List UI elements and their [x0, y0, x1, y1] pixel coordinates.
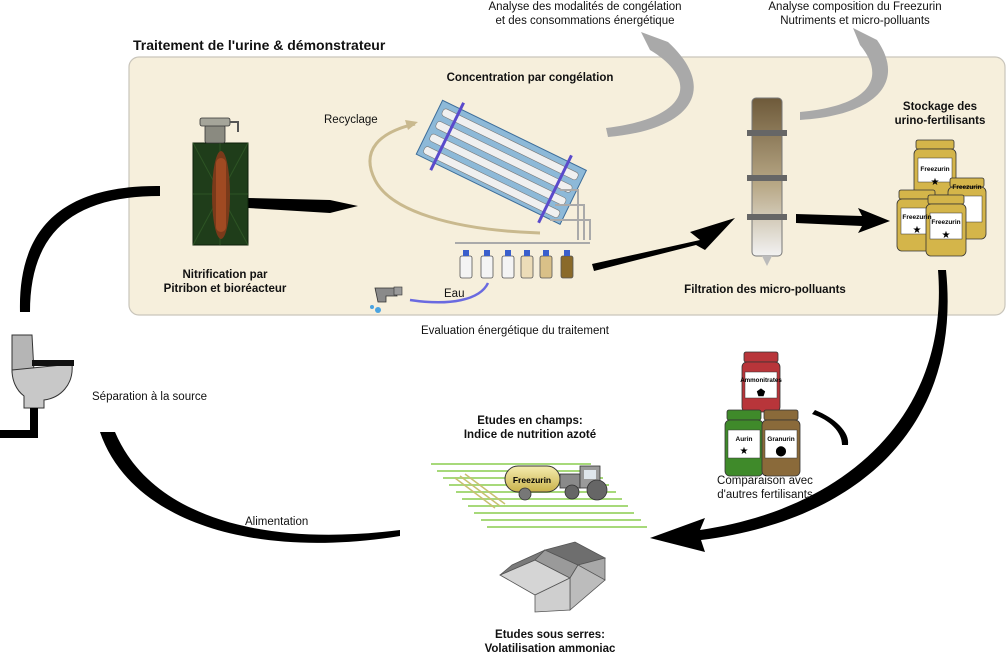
- filtration-column-icon: [747, 97, 787, 266]
- label-recyclage: Recyclage: [324, 114, 378, 126]
- svg-text:★: ★: [913, 225, 922, 236]
- label-etudes-serres: Etudes sous serres: Volatilisation ammon…: [470, 628, 630, 656]
- label-alimentation: Alimentation: [245, 516, 309, 528]
- jar-label-granurin: Granurin: [767, 436, 794, 443]
- flow-arrow-bag-to-freezer: [248, 198, 358, 213]
- distribution-tubing: [455, 189, 591, 244]
- jar-label-aurin: Aurin: [736, 436, 753, 443]
- label-evaluation: Evaluation énergétique du traitement: [421, 325, 609, 337]
- jar-label-freezurin-2: Freezurin: [952, 184, 981, 191]
- label-etudes-serres-line2: Volatilisation ammoniac: [484, 643, 616, 655]
- label-comparaison-line2: d'autres fertilisants: [717, 489, 813, 501]
- label-analyse-congelation: Analyse des modalités de congélation et …: [455, 0, 715, 28]
- label-etudes-champs-line1: Etudes en champs:: [477, 415, 583, 427]
- label-stockage-line1: Stockage des: [902, 101, 978, 113]
- label-separation: Séparation à la source: [92, 391, 208, 403]
- svg-text:⬟: ⬟: [757, 388, 766, 399]
- label-eau: Eau: [444, 288, 465, 300]
- bioreactor-bag-icon: [192, 117, 249, 246]
- label-analyse-composition-line2: Nutriments et micro-polluants: [780, 15, 930, 27]
- water-tap-icon: [370, 286, 403, 313]
- water-tube: [409, 282, 490, 304]
- svg-text:★: ★: [942, 230, 951, 241]
- flow-arrow-toilet-up: [19, 185, 161, 312]
- label-comparaison: Comparaison avec d'autres fertilisants: [700, 474, 830, 502]
- svg-text:★: ★: [931, 177, 940, 188]
- label-analyse-congelation-line1: Analyse des modalités de congélation: [488, 1, 682, 13]
- svg-text:⬤: ⬤: [775, 446, 786, 457]
- sample-bottles: [459, 250, 574, 279]
- label-etudes-champs-line2: Indice de nutrition azoté: [463, 429, 597, 441]
- flow-arrow-to-storage: [796, 208, 890, 233]
- tractor-tank-icon: Freezurin: [504, 465, 608, 501]
- jar-label-freezurin-1: Freezurin: [920, 166, 949, 173]
- label-analyse-congelation-line2: et des consommations énergétique: [495, 15, 675, 27]
- label-etudes-champs: Etudes en champs: Indice de nutrition az…: [440, 414, 620, 442]
- label-stockage: Stockage des urino-fertilisants: [880, 100, 1000, 128]
- label-nitrification-line2: Pitribon et bioréacteur: [163, 283, 287, 295]
- label-analyse-composition: Analyse composition du Freezurin Nutrime…: [735, 0, 975, 28]
- flow-arrow-to-filtration: [592, 218, 735, 271]
- label-analyse-composition-line1: Analyse composition du Freezurin: [768, 1, 942, 13]
- jar-label-ammonitrates: Ammonitrates: [740, 377, 782, 384]
- jar-label-freezurin-3: Freezurin: [902, 214, 931, 221]
- tank-label: Freezurin: [513, 475, 551, 485]
- freezer-columns-icon: [415, 99, 588, 226]
- flow-arrow-comparison: [812, 410, 849, 445]
- analysis-arrow-composition: [800, 28, 889, 120]
- label-nitrification-line1: Nitrification par: [182, 269, 268, 281]
- label-stockage-line2: urino-fertilisants: [894, 115, 986, 127]
- comparison-jars-icon: Ammonitrates ⬟ Aurin ★ Granurin ⬤: [724, 351, 801, 477]
- label-nitrification: Nitrification par Pitribon et bioréacteu…: [150, 268, 300, 296]
- recycle-tube: [368, 122, 541, 235]
- storage-jars-icon: Freezurin Freezurin Freezurin Freezurin …: [896, 139, 987, 257]
- analysis-arrow-congelation: [606, 32, 694, 137]
- greenhouse-icon: [499, 541, 607, 613]
- toilet-icon: [0, 334, 74, 438]
- label-filtration: Filtration des micro-polluants: [684, 284, 846, 296]
- jar-label-freezurin-4: Freezurin: [931, 219, 960, 226]
- label-comparaison-line1: Comparaison avec: [717, 475, 813, 487]
- label-etudes-serres-line1: Etudes sous serres:: [495, 629, 605, 641]
- section-title: Traitement de l'urine & démonstrateur: [133, 37, 386, 53]
- svg-text:★: ★: [740, 446, 749, 457]
- label-concentration: Concentration par congélation: [446, 72, 614, 84]
